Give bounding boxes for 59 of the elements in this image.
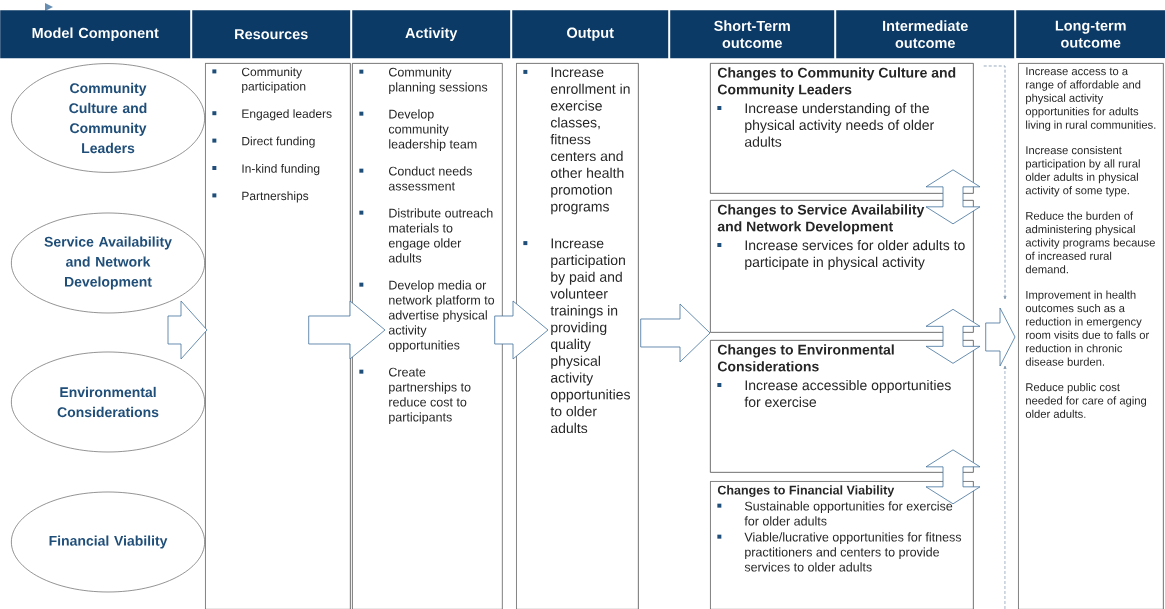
header-cell: Model Component (0, 10, 191, 59)
bullet-item: Increase enrollment in exercise classes, fitness centers and other health promotion programs (523, 67, 630, 215)
box-heading: Changes to Environmental Considerations (717, 344, 894, 372)
bullet-item: Partnerships (212, 191, 309, 203)
node-label: Model Component (32, 27, 159, 41)
bullet-item: Community participation (212, 67, 306, 93)
dashed-arrow (1003, 365, 1007, 609)
node-label: Activity (405, 27, 458, 41)
bullet-item: Viable/lucrative opportunities for fitness practitioners and centers to provide services to older adults (717, 532, 962, 572)
bullet-item: Distribute outreach materials to engage older adults (359, 208, 493, 263)
bullet-item: Conduct needs assessment (359, 166, 472, 191)
content-box (352, 63, 503, 609)
box-heading: Changes to Community Culture and Community Leaders (717, 67, 956, 98)
bullet-item: Develop community leadership team (359, 109, 477, 151)
outcome-text: Increase consistent participation by all rural older adults in physical activity of some type. (1025, 145, 1140, 197)
bullet-item: Increase understanding of the physical activity needs of older adults (717, 102, 934, 147)
dashed-arrow (983, 65, 1007, 300)
double-arrow (925, 449, 981, 505)
header-cell: Output (512, 10, 669, 59)
header-cell: Resources (192, 10, 351, 59)
node-label: Resources (235, 29, 308, 40)
bullet-item: Increase accessible opportunities for exercise (717, 379, 951, 408)
outcome-text: Reduce public cost needed for care of aging older adults. (1025, 382, 1147, 418)
double-arrow (925, 169, 981, 225)
block-arrow (167, 300, 208, 360)
content-box (205, 63, 351, 609)
bullet-item: Increase participation by paid and volunteer trainings in providing quality physical activity opportunities to older adults (523, 238, 630, 434)
header-cell: Intermediate outcome (836, 10, 1015, 59)
bullet-item: Engaged leaders (212, 109, 332, 121)
block-arrow (308, 300, 386, 360)
box-heading: Changes to Financial Viability (717, 485, 895, 498)
bullet-item: Increase services for older adults to participate in physical activity (717, 239, 965, 270)
content-box (516, 63, 639, 609)
node-label: Intermediate outcome (883, 20, 968, 49)
block-arrow (985, 307, 1016, 367)
node-label: Long-term outcome (1055, 20, 1126, 48)
box-heading: Changes to Service Availability and Network Development (717, 204, 925, 235)
bullet-item: In-kind funding (212, 163, 320, 176)
header-cell: Long-term outcome (1016, 10, 1165, 59)
block-arrow (640, 303, 711, 363)
content-box (710, 63, 974, 194)
content-box (1018, 63, 1164, 609)
header-cell: Activity (352, 10, 511, 59)
bullet-item: Direct funding (212, 136, 315, 148)
content-box (710, 481, 974, 609)
outcome-text: Improvement in health outcomes such as a reduction in emergency room visits due to falls or reduction in chronic disease burden. (1025, 290, 1149, 366)
outcome-text: Reduce the burden of administering physical activity programs because of increased rural demand. (1025, 211, 1155, 274)
bullet-item: Sustainable opportunities for exercise for older adults (717, 501, 953, 526)
double-arrow (925, 308, 981, 364)
content-box (710, 340, 974, 473)
header-cell: Short-Term outcome (670, 10, 835, 59)
content-box (710, 200, 974, 333)
node-label: Short-Term outcome (714, 20, 790, 49)
bullet-item: Create partnerships to reduce cost to participants (359, 367, 471, 424)
outcome-text: Increase access to a range of affordable and physical activity opportunities for adults living in rural communities. (1025, 67, 1156, 131)
block-arrow (494, 300, 549, 360)
bullet-item: Community planning sessions (359, 67, 488, 94)
bullet-item: Develop media or network platform to advertise physical activity opportunities (359, 280, 495, 352)
node-label: Output (567, 27, 614, 41)
